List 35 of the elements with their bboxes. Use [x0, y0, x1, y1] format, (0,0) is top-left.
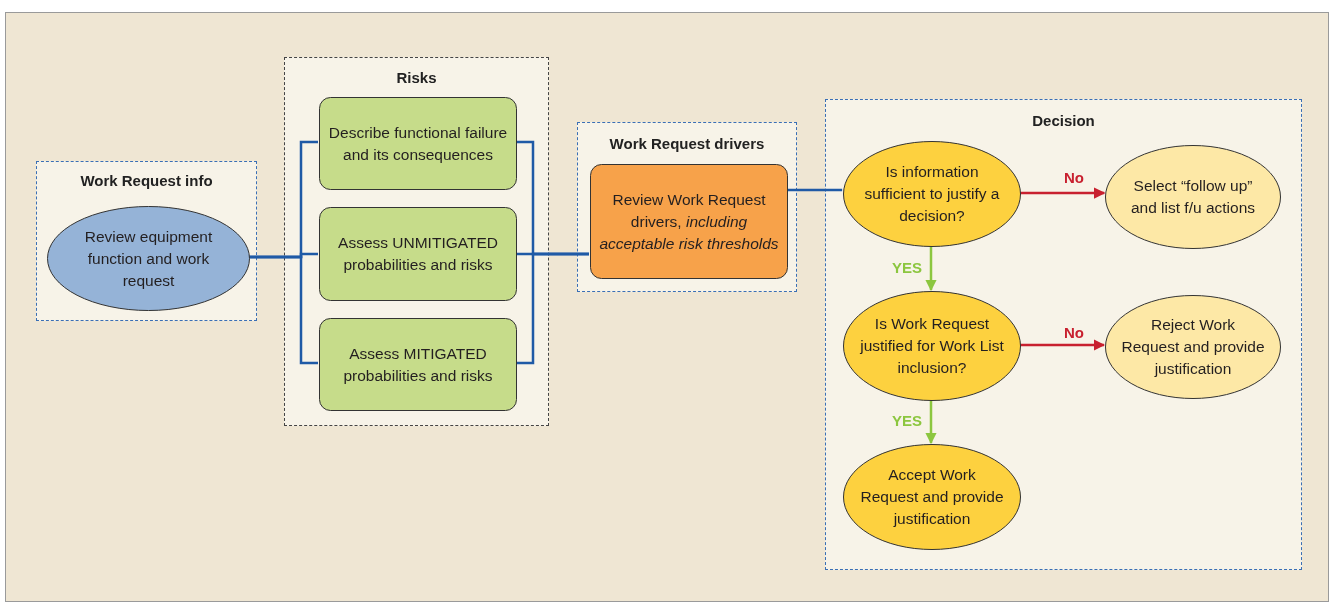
arrow [925, 400, 937, 445]
group-title: Risks [395, 69, 438, 86]
node-text: Accept Work Request and provide justification [859, 465, 1005, 529]
connector-line [516, 252, 589, 365]
node-text: Review Work Request drivers, including acceptable risk thresholds [598, 189, 780, 254]
outcome-ellipse [1105, 145, 1281, 249]
node-text: Is information sufficient to justify a decision? [863, 162, 1001, 226]
arrow [1020, 339, 1106, 351]
process-ellipse [47, 206, 250, 311]
node-text: Review equipment function and work request [83, 226, 214, 291]
connector-line [249, 255, 318, 365]
decision-ellipse [843, 141, 1021, 247]
group-panel [825, 99, 1302, 570]
process-box [319, 318, 517, 411]
group-title: Work Request info [79, 172, 214, 189]
process-box [319, 207, 517, 301]
node-text: Assess UNMITIGATED probabilities and risks [337, 233, 499, 275]
group-panel [36, 161, 257, 321]
node-text: Is Work Request justified for Work List inclusion? [859, 314, 1005, 378]
arrow [1020, 187, 1106, 199]
node-text: Describe functional failure and its consequences [327, 122, 509, 165]
connector-line [787, 188, 843, 192]
group-panel [577, 122, 797, 292]
decision-ellipse [843, 291, 1021, 401]
outcome-ellipse [843, 444, 1021, 550]
group-panel [284, 57, 549, 426]
arrow [925, 246, 937, 292]
node-text: Reject Work Request and provide justification [1121, 315, 1265, 379]
process-box [590, 164, 788, 279]
group-title: Work Request drivers [608, 135, 766, 152]
group-title: Decision [1031, 112, 1096, 129]
node-text: Select “follow up” and list f/u actions [1129, 176, 1257, 218]
node-text: Assess MITIGATED probabilities and risks [342, 343, 494, 386]
outcome-ellipse [1105, 295, 1281, 399]
process-box [319, 97, 517, 190]
